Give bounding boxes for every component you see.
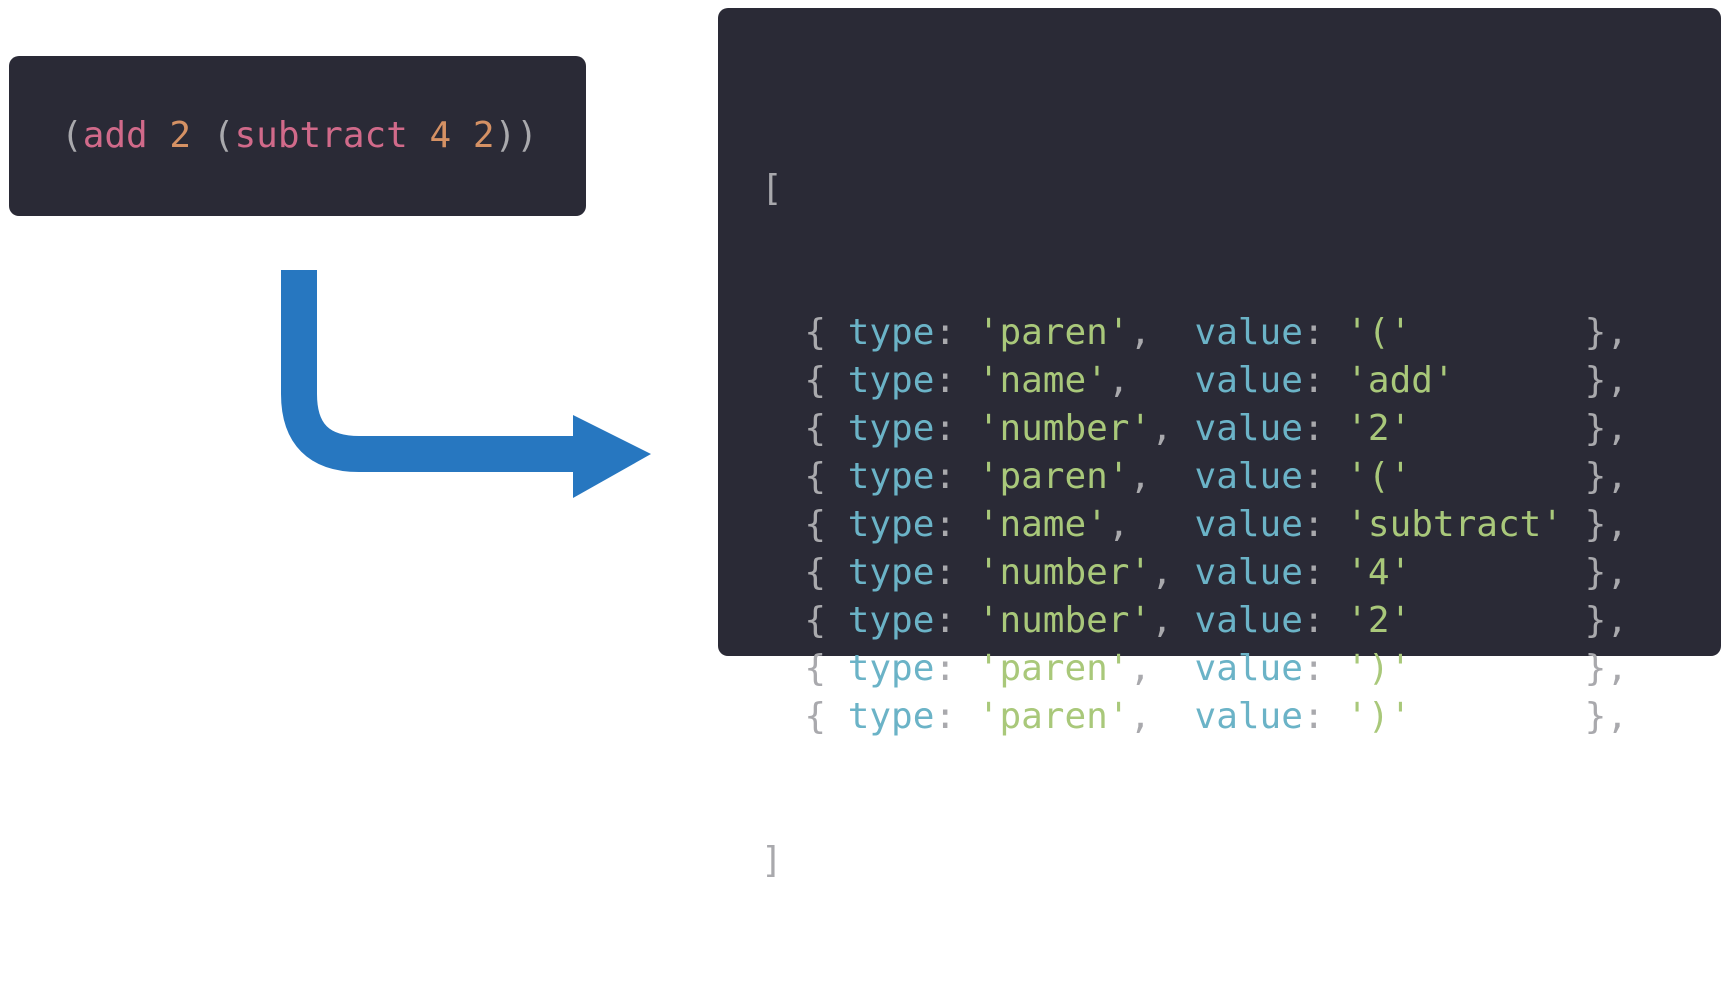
- token-value: ')': [1346, 696, 1412, 737]
- token-value: '(': [1346, 312, 1412, 353]
- number-arg: 2: [169, 115, 192, 156]
- output-code: [ { type: 'paren', value: '(' }, { type:…: [761, 69, 1628, 981]
- open-bracket: [: [761, 168, 783, 209]
- type-key: type: [847, 600, 935, 641]
- value-key: value: [1194, 456, 1303, 497]
- number-arg: 4: [429, 115, 452, 156]
- token-line: { type: 'paren', value: ')' },: [761, 696, 1629, 737]
- token-type: 'number': [977, 408, 1152, 449]
- function-add: add: [82, 115, 148, 156]
- token-line: { type: 'number', value: '2' },: [761, 408, 1629, 449]
- token-type: 'paren': [977, 696, 1130, 737]
- paren-open: (: [212, 115, 235, 156]
- value-key: value: [1194, 648, 1303, 689]
- token-value: 'subtract': [1346, 504, 1563, 545]
- token-line: { type: 'name', value: 'subtract' },: [761, 504, 1629, 545]
- token-line: { type: 'paren', value: '(' },: [761, 456, 1629, 497]
- value-key: value: [1194, 552, 1303, 593]
- paren-open: (: [61, 115, 83, 156]
- token-value: ')': [1346, 648, 1412, 689]
- paren-close: )): [494, 115, 538, 156]
- type-key: type: [847, 552, 935, 593]
- token-value: '(': [1346, 456, 1412, 497]
- input-code-panel: (add 2 (subtract 4 2)): [9, 56, 586, 216]
- token-list: { type: 'paren', value: '(' }, { type: '…: [761, 309, 1628, 741]
- token-type: 'name': [977, 504, 1108, 545]
- type-key: type: [847, 312, 935, 353]
- value-key: value: [1194, 600, 1303, 641]
- input-code: (add 2 (subtract 4 2)): [61, 56, 538, 216]
- number-arg: 2: [472, 115, 495, 156]
- token-value: 'add': [1346, 360, 1455, 401]
- token-line: { type: 'number', value: '2' },: [761, 600, 1629, 641]
- type-key: type: [847, 408, 935, 449]
- token-type: 'paren': [977, 456, 1130, 497]
- token-line: { type: 'paren', value: ')' },: [761, 648, 1629, 689]
- token-line: { type: 'paren', value: '(' },: [761, 312, 1629, 353]
- token-value: '4': [1346, 552, 1412, 593]
- type-key: type: [847, 648, 935, 689]
- value-key: value: [1194, 312, 1303, 353]
- token-type: 'name': [977, 360, 1108, 401]
- token-type: 'paren': [977, 648, 1130, 689]
- bent-arrow-down-right-icon: [281, 270, 651, 498]
- type-key: type: [847, 456, 935, 497]
- close-bracket: ]: [761, 840, 783, 881]
- type-key: type: [847, 360, 935, 401]
- function-subtract: subtract: [234, 115, 408, 156]
- value-key: value: [1194, 408, 1303, 449]
- token-line: { type: 'number', value: '4' },: [761, 552, 1629, 593]
- value-key: value: [1194, 504, 1303, 545]
- token-type: 'paren': [977, 312, 1130, 353]
- token-line: { type: 'name', value: 'add' },: [761, 360, 1629, 401]
- type-key: type: [847, 504, 935, 545]
- token-value: '2': [1346, 600, 1412, 641]
- token-type: 'number': [977, 552, 1152, 593]
- value-key: value: [1194, 360, 1303, 401]
- value-key: value: [1194, 696, 1303, 737]
- token-type: 'number': [977, 600, 1152, 641]
- output-tokens-panel: [ { type: 'paren', value: '(' }, { type:…: [718, 8, 1721, 881]
- token-value: '2': [1346, 408, 1412, 449]
- type-key: type: [847, 696, 935, 737]
